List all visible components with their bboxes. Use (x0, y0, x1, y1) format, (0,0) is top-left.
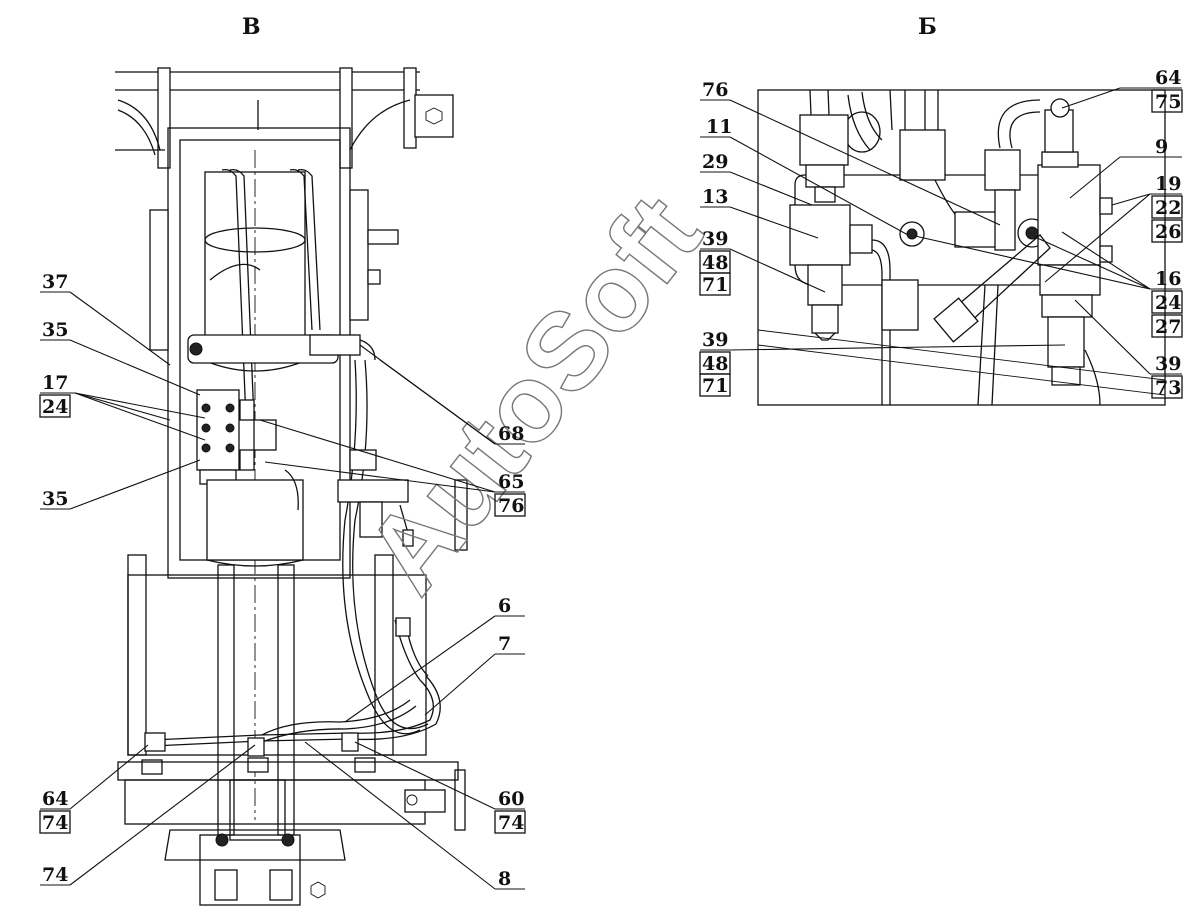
watermark: AutoSoft (342, 173, 725, 615)
rlabel-22: 22 (1155, 197, 1181, 219)
label-37: 37 (42, 271, 68, 293)
rlabel-19: 19 (1155, 173, 1181, 195)
rlabel-71-b: 71 (702, 375, 728, 397)
rlabel-13: 13 (702, 186, 728, 208)
label-35-upper: 35 (42, 319, 68, 341)
label-35-lower: 35 (42, 488, 68, 510)
rlabel-39-a: 39 (702, 228, 728, 250)
label-65: 65 (498, 471, 524, 493)
label-60: 60 (498, 788, 524, 810)
label-8: 8 (498, 868, 511, 890)
rlabel-39-c: 39 (1155, 353, 1181, 375)
rlabel-73: 73 (1155, 377, 1181, 399)
rlabel-24: 24 (1155, 292, 1181, 314)
label-74-bottom: 74 (42, 864, 68, 886)
label-64: 64 (42, 788, 68, 810)
rlabel-64: 64 (1155, 67, 1181, 89)
label-76: 76 (498, 495, 524, 517)
label-6: 6 (498, 595, 511, 617)
label-7: 7 (498, 633, 511, 655)
rlabel-75: 75 (1155, 91, 1181, 113)
rlabel-16: 16 (1155, 268, 1181, 290)
right-labels: 76 11 29 13 39 48 71 39 48 71 64 75 9 (699, 67, 1183, 399)
left-labels: 37 35 17 24 35 68 65 76 6 7 64 (39, 271, 526, 890)
rlabel-71-a: 71 (702, 274, 728, 296)
rlabel-76: 76 (702, 79, 728, 101)
label-74-left: 74 (42, 812, 68, 834)
rlabel-48-b: 48 (702, 353, 728, 375)
label-17: 17 (42, 372, 68, 394)
rlabel-9: 9 (1155, 136, 1168, 158)
label-68: 68 (498, 423, 524, 445)
right-view-drawing (757, 89, 1166, 406)
rlabel-48-a: 48 (702, 252, 728, 274)
view-title-right: Б (918, 14, 937, 40)
rlabel-29: 29 (702, 151, 728, 173)
view-title-left: В (242, 14, 261, 40)
rlabel-39-b: 39 (702, 329, 728, 351)
label-24: 24 (42, 396, 68, 418)
rlabel-27: 27 (1155, 316, 1181, 338)
label-74-right: 74 (498, 812, 524, 834)
rlabel-26: 26 (1155, 221, 1181, 243)
left-view-drawing (115, 67, 468, 906)
rlabel-11: 11 (706, 116, 732, 138)
